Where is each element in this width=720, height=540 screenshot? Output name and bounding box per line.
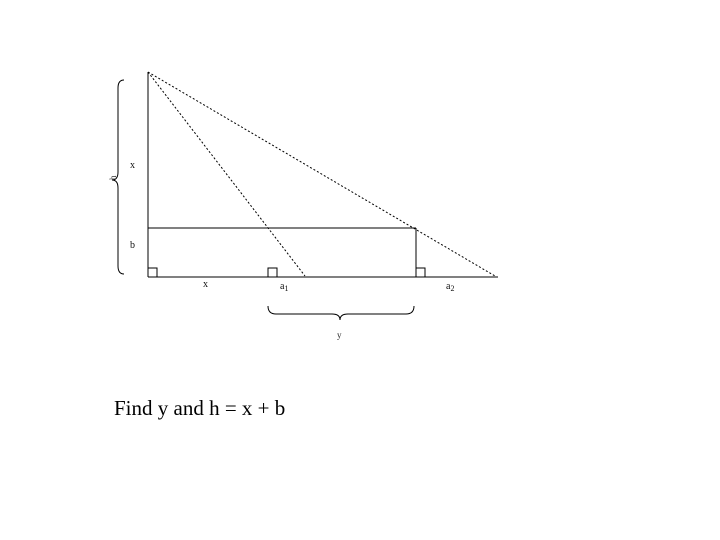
label-x-vertical: x — [130, 160, 135, 171]
label-x-horizontal: x — [203, 279, 208, 290]
label-h-bracket: h — [108, 175, 118, 180]
label-a2-base: a — [446, 281, 451, 292]
right-angle-marker-3 — [416, 267, 426, 277]
inner-slant-line — [147, 71, 306, 277]
label-b-vertical: b — [130, 240, 135, 251]
label-a2-sub: 2 — [450, 284, 454, 293]
label-a1-sub: 1 — [284, 284, 288, 293]
right-angle-marker-2 — [267, 267, 278, 277]
label-a2: a2 — [446, 281, 454, 293]
left-curly-brace — [111, 79, 125, 275]
bottom-curly-brace — [267, 305, 415, 321]
hypotenuse — [147, 71, 496, 277]
label-a1-base: a — [280, 281, 285, 292]
label-y-bracket: y — [337, 330, 342, 340]
right-angle-marker-1 — [148, 267, 158, 277]
problem-prompt: Find y and h = x + b — [114, 396, 286, 420]
label-a1: a1 — [280, 281, 288, 293]
